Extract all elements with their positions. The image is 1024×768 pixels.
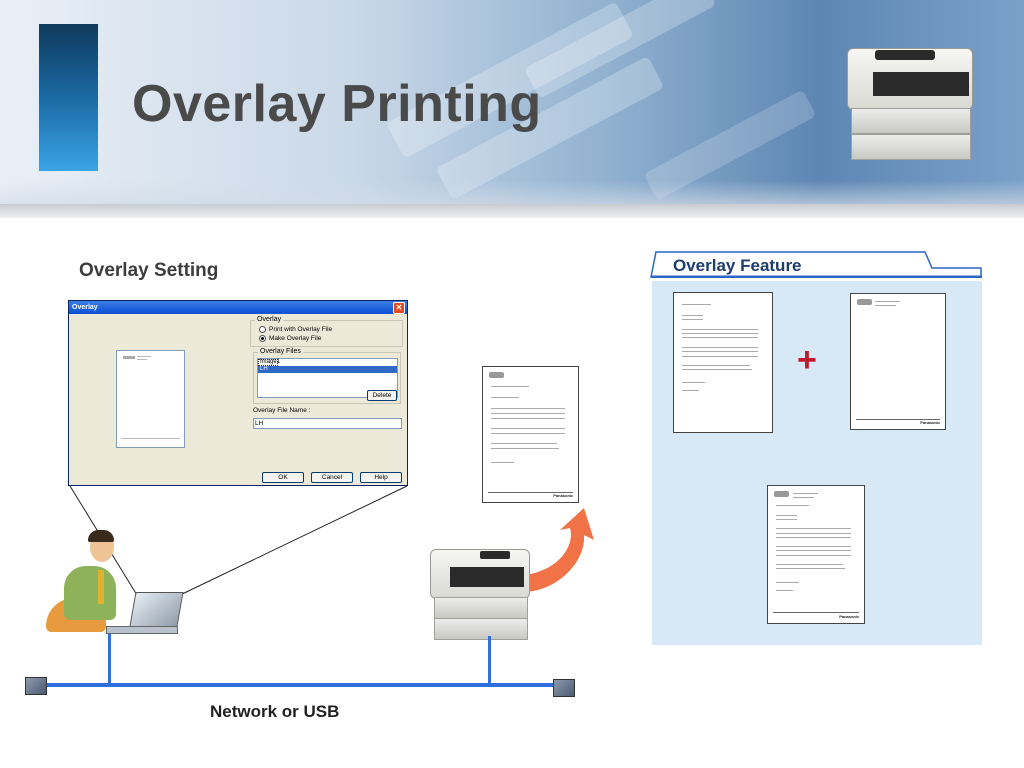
output-arrow bbox=[525, 508, 594, 592]
banner-divider bbox=[0, 204, 1024, 218]
radio-print-with-overlay[interactable]: Print with Overlay File bbox=[259, 326, 332, 333]
dialog-titlebar[interactable]: Overlay ✕ bbox=[69, 301, 407, 314]
doc-brand: Panasonic bbox=[839, 613, 860, 619]
radio-button[interactable] bbox=[259, 326, 266, 333]
radio-label: Make Overlay File bbox=[269, 335, 322, 342]
dialog-title: Overlay bbox=[72, 304, 98, 311]
radio-make-overlay[interactable]: Make Overlay File bbox=[259, 335, 321, 342]
title-accent-block bbox=[39, 24, 98, 171]
feature-tab-shape bbox=[650, 251, 982, 278]
delete-button[interactable]: Delete bbox=[367, 390, 397, 401]
radio-button[interactable] bbox=[259, 335, 266, 342]
ok-button[interactable]: OK bbox=[262, 472, 304, 483]
network-drop-printer bbox=[488, 636, 491, 685]
letter-document bbox=[673, 292, 773, 433]
list-item[interactable]: LH bbox=[258, 366, 397, 373]
overlay-mode-group: Overlay Print with Overlay File Make Ove… bbox=[250, 316, 403, 347]
plus-icon: + bbox=[797, 341, 817, 379]
list-item[interactable]: Image1 bbox=[258, 359, 281, 366]
radio-label: Print with Overlay File bbox=[269, 326, 333, 333]
overlay-group-title: Overlay bbox=[255, 316, 284, 323]
files-group-title: Overlay Files bbox=[258, 348, 303, 355]
header-printer-image bbox=[845, 44, 977, 162]
page-title: Overlay Printing bbox=[132, 75, 542, 133]
file-name-label: Overlay File Name : bbox=[253, 407, 311, 414]
network-printer-image bbox=[430, 545, 530, 641]
help-button[interactable]: Help bbox=[360, 472, 402, 483]
network-label: Network or USB bbox=[210, 702, 340, 721]
overlay-feature-title: Overlay Feature bbox=[673, 256, 802, 275]
overlay-file-name-input[interactable]: LH bbox=[253, 418, 402, 429]
close-icon[interactable]: ✕ bbox=[393, 302, 405, 314]
user-figure-image bbox=[44, 530, 184, 642]
network-terminator-right bbox=[553, 679, 575, 697]
letterhead-overlay: Panasonic bbox=[850, 293, 946, 430]
network-cable bbox=[40, 683, 564, 687]
overlay-setting-label: Overlay Setting bbox=[79, 260, 219, 281]
printed-document-thumbnail: Panasonic bbox=[482, 366, 579, 503]
merged-result-document: Panasonic bbox=[767, 485, 865, 624]
overlay-dialog: Overlay ✕ Overlay Print with Overlay Fil… bbox=[68, 300, 408, 486]
network-terminator-left bbox=[25, 677, 47, 695]
cancel-button[interactable]: Cancel bbox=[311, 472, 353, 483]
doc-brand: Panasonic bbox=[553, 492, 574, 498]
doc-brand: Panasonic bbox=[920, 419, 941, 425]
overlay-preview bbox=[116, 350, 185, 448]
network-drop-pc bbox=[108, 634, 111, 685]
